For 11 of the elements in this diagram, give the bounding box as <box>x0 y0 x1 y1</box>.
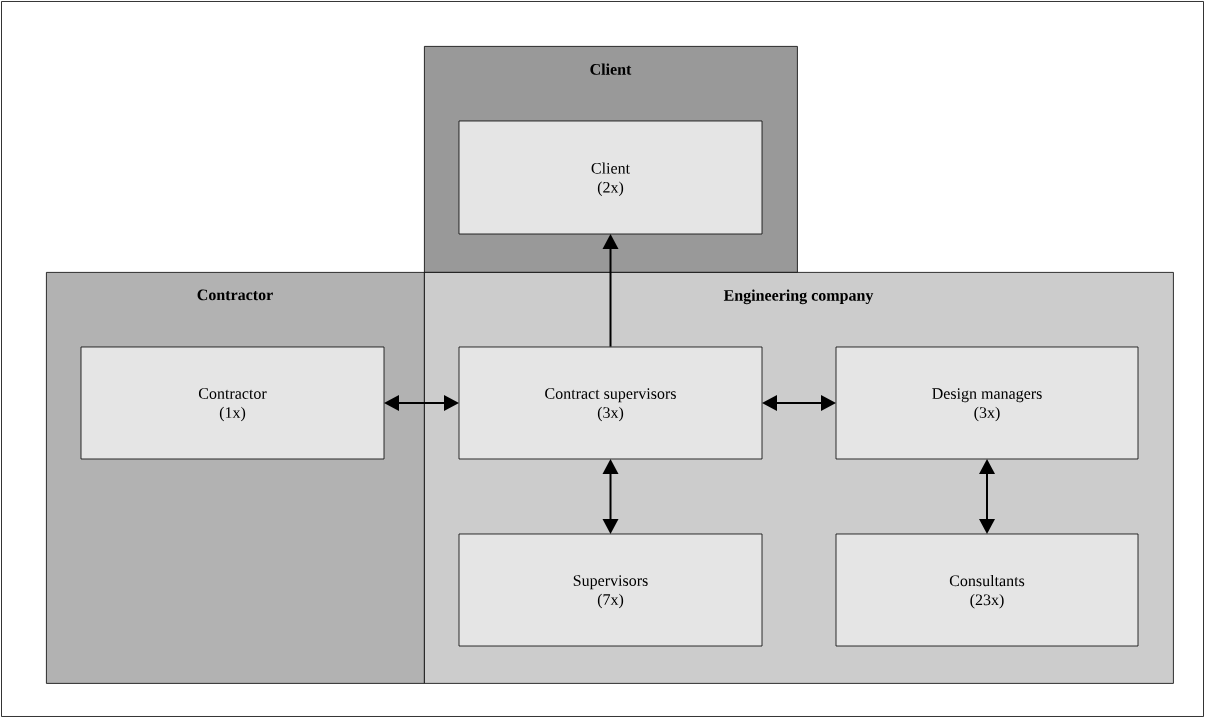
role-box: Client (2x) <box>458 120 763 235</box>
role-box: Contract supervisors (3x) <box>458 346 763 460</box>
arrow <box>602 234 619 348</box>
role-box: Design managers (3x) <box>835 346 1139 460</box>
arrow <box>979 459 995 534</box>
arrow <box>384 395 459 411</box>
arrow <box>602 459 619 534</box>
role-box: Contractor (1x) <box>80 346 385 460</box>
arrow <box>762 395 836 411</box>
role-box: Supervisors (7x) <box>458 533 763 647</box>
role-box: Consultants (23x) <box>835 533 1139 647</box>
